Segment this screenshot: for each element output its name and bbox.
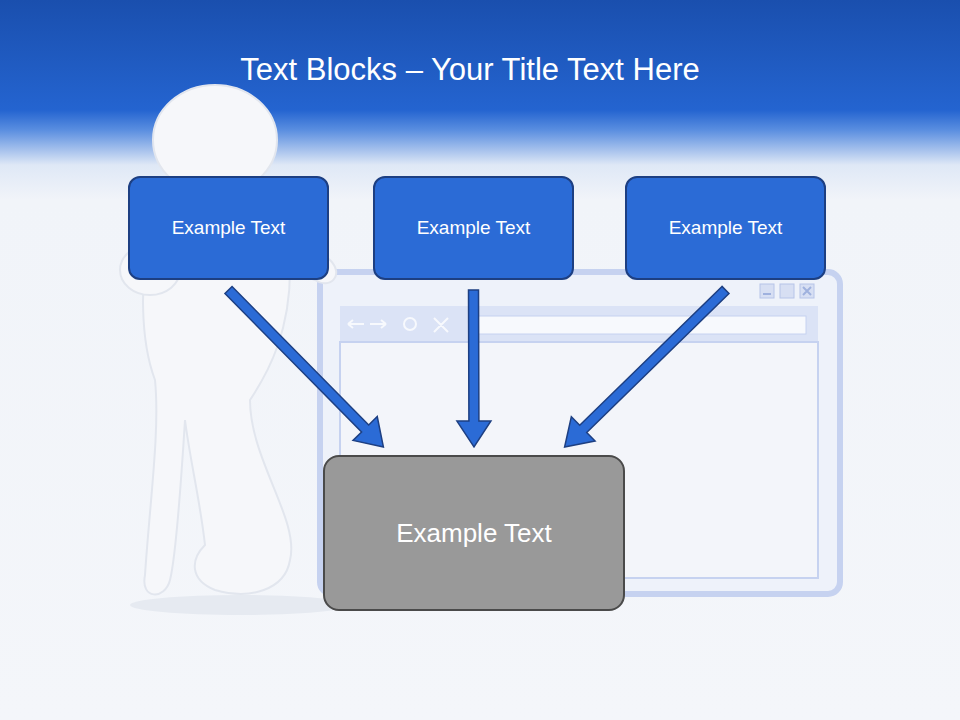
- figure-shadow: [130, 595, 350, 615]
- box-text: Example Text: [417, 217, 531, 239]
- leaning-figure: [120, 85, 336, 594]
- block-arrow: [565, 286, 729, 447]
- blue-text-box: Example Text: [373, 176, 574, 280]
- gray-text-box: Example Text: [323, 455, 625, 611]
- box-text: Example Text: [396, 518, 552, 549]
- blue-text-box: Example Text: [625, 176, 826, 280]
- box-text: Example Text: [172, 217, 286, 239]
- block-arrow: [457, 290, 491, 447]
- blue-text-box: Example Text: [128, 176, 329, 280]
- box-text: Example Text: [669, 217, 783, 239]
- block-arrow: [225, 286, 383, 447]
- slide-title: Text Blocks – Your Title Text Here: [0, 52, 940, 88]
